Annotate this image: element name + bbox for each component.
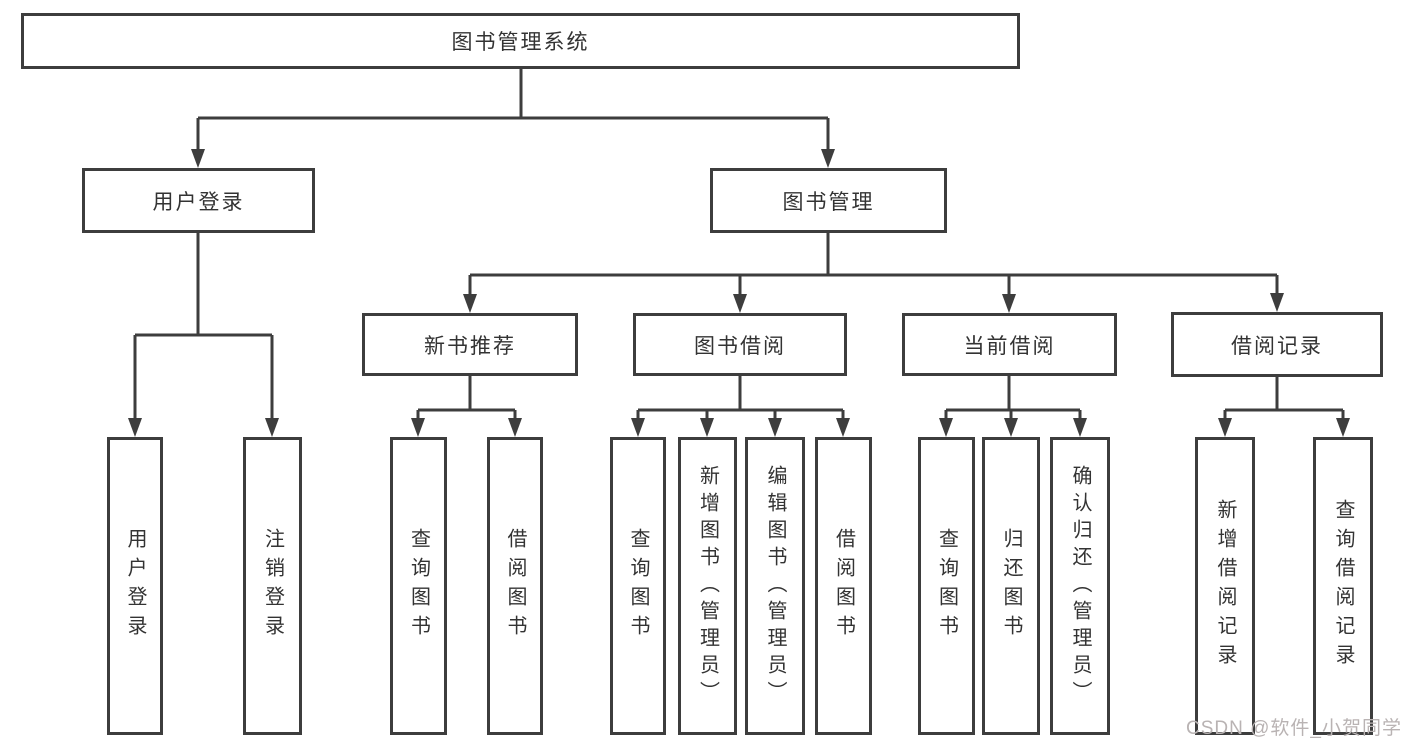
arrowheads (128, 149, 1350, 437)
leaf-user-login: 用户登录 (107, 437, 163, 735)
leaf-confirm-return-admin: 确认归还（管理员） (1050, 437, 1110, 735)
leaf-edit-books-admin: 编辑图书（管理员） (745, 437, 805, 735)
node-user-login: 用户登录 (82, 168, 315, 233)
leaf-query-books-recommend: 查询图书 (390, 437, 447, 735)
node-book-management: 图书管理 (710, 168, 947, 233)
leaf-borrow-books-recommend: 借阅图书 (487, 437, 543, 735)
leaf-borrow-books: 借阅图书 (815, 437, 872, 735)
leaf-add-borrow-record: 新增借阅记录 (1195, 437, 1255, 735)
node-new-book-recommend: 新书推荐 (362, 313, 578, 376)
watermark: CSDN @软件_小贺同学 (1186, 718, 1402, 739)
node-borrowing-records: 借阅记录 (1171, 312, 1383, 377)
node-current-borrowing: 当前借阅 (902, 313, 1117, 376)
leaf-query-books-current: 查询图书 (918, 437, 975, 735)
node-root-system: 图书管理系统 (21, 13, 1020, 69)
leaf-return-books: 归还图书 (982, 437, 1040, 735)
node-book-borrowing: 图书借阅 (633, 313, 847, 376)
leaf-add-books-admin: 新增图书（管理员） (678, 437, 737, 735)
leaf-query-books-borrow: 查询图书 (610, 437, 666, 735)
leaf-logout: 注销登录 (243, 437, 302, 735)
leaf-query-borrow-record: 查询借阅记录 (1313, 437, 1373, 735)
